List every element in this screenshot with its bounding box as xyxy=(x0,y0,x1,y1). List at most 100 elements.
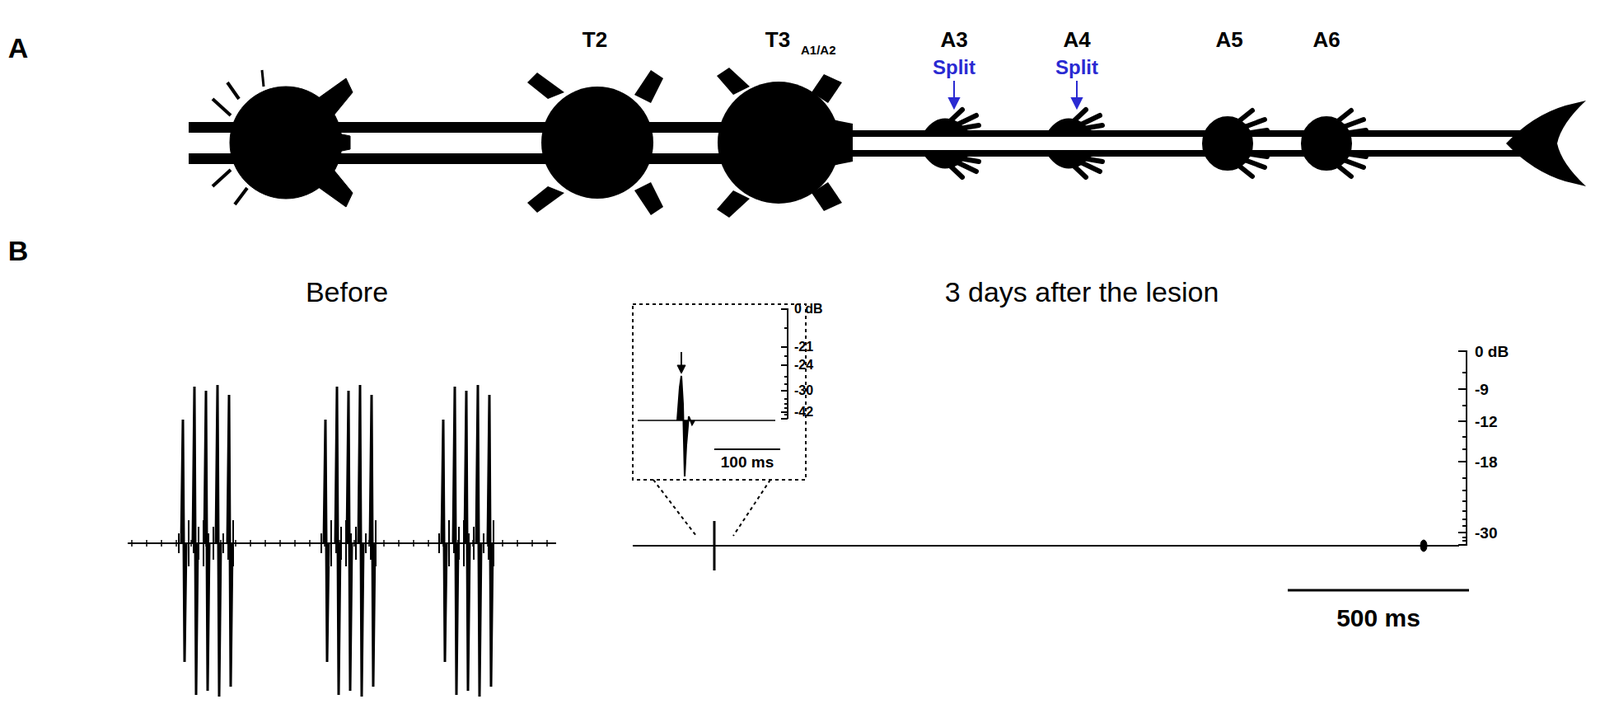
db-tick-label: 0 dB xyxy=(1474,343,1509,360)
spike-stroke xyxy=(346,390,352,691)
t2-ganglion xyxy=(527,70,664,216)
condition-heading: Before xyxy=(305,277,389,306)
noise-stroke xyxy=(145,539,148,547)
noise-stroke xyxy=(364,533,367,553)
scale-tick xyxy=(784,397,788,400)
spike-stroke xyxy=(335,386,341,695)
scale-tick xyxy=(781,346,788,348)
scale-tick xyxy=(784,355,788,357)
noise-stroke xyxy=(442,539,445,547)
noise-stroke xyxy=(175,539,178,547)
lesion-label: Split xyxy=(932,57,976,78)
a5-ganglion xyxy=(1204,110,1268,177)
noise-stroke xyxy=(190,539,192,547)
scale-tick xyxy=(1458,388,1467,390)
noise-stroke xyxy=(482,533,485,553)
ganglion-label: A3 xyxy=(940,28,968,51)
spike-stroke xyxy=(323,419,329,662)
after-trace xyxy=(632,520,1460,571)
time-scale-label: 500 ms xyxy=(1336,605,1421,631)
scale-tick xyxy=(1462,404,1467,407)
db-tick-label: -21 xyxy=(794,340,814,354)
noise-stroke xyxy=(187,519,190,567)
spike-stroke xyxy=(487,394,493,687)
ganglion-label: A4 xyxy=(1062,28,1091,51)
scale-tick xyxy=(1458,420,1467,422)
noise-stroke xyxy=(355,526,357,560)
time-scale-bar xyxy=(1287,589,1470,592)
noise-stroke xyxy=(192,533,195,553)
db-tick-label: -9 xyxy=(1474,381,1489,398)
scale-tick xyxy=(1462,435,1467,438)
noise-stroke xyxy=(279,539,281,547)
inset-trace xyxy=(637,351,781,477)
spike-stroke xyxy=(204,390,210,691)
db-scale xyxy=(1458,350,1467,546)
spike-stroke xyxy=(358,384,364,697)
scale-tick xyxy=(1462,524,1467,527)
noise-stroke xyxy=(330,519,333,567)
scale-tick xyxy=(1462,536,1467,539)
spike-stroke xyxy=(441,419,447,662)
noise-stroke xyxy=(264,539,267,547)
noise-stroke xyxy=(197,526,200,560)
ganglion-label: T3 xyxy=(765,28,791,51)
panel-letter: A xyxy=(8,33,29,62)
noise-stroke xyxy=(182,526,185,560)
scale-tick xyxy=(1462,477,1467,479)
noise-stroke xyxy=(467,533,470,553)
scale-tick xyxy=(1462,489,1467,492)
scale-tick xyxy=(781,411,788,413)
scale-tick xyxy=(781,308,788,310)
noise-stroke xyxy=(338,539,341,547)
scale-tick xyxy=(1462,448,1467,450)
noise-stroke xyxy=(374,519,377,567)
scale-tick xyxy=(1462,509,1467,512)
noise-stroke xyxy=(472,539,474,547)
scale-tick xyxy=(784,327,788,329)
noise-stroke xyxy=(546,539,548,547)
scale-tick xyxy=(781,417,788,420)
noise-stroke xyxy=(383,539,385,547)
noise-stroke xyxy=(222,533,225,553)
spike-stroke xyxy=(464,390,470,691)
condition-heading: 3 days after the lesion xyxy=(945,277,1220,306)
noise-stroke xyxy=(294,539,296,547)
ganglion-label: A6 xyxy=(1312,28,1340,51)
db-tick-label: 0 dB xyxy=(794,302,824,316)
db-tick-label: -12 xyxy=(1474,413,1498,430)
before-trace xyxy=(127,384,557,697)
scale-tick xyxy=(784,383,788,385)
scale-tick xyxy=(784,402,788,405)
split-ganglion-a4 xyxy=(1050,109,1103,178)
noise-stroke xyxy=(217,519,220,567)
noise-stroke xyxy=(501,539,504,547)
spike-stroke xyxy=(453,386,459,695)
noise-stroke xyxy=(472,526,475,560)
spike-stroke xyxy=(369,394,375,687)
noise-stroke xyxy=(443,526,445,560)
scale-tick xyxy=(781,389,788,392)
noise-stroke xyxy=(205,539,207,547)
db-tick-label: -30 xyxy=(1474,524,1498,541)
db-tick-label: -18 xyxy=(1474,453,1498,470)
scale-tick xyxy=(1462,539,1467,542)
panel-letter: B xyxy=(8,236,29,265)
noise-stroke xyxy=(463,519,465,567)
noise-stroke xyxy=(531,539,534,547)
noise-stroke xyxy=(207,533,210,553)
scale-tick xyxy=(781,364,788,366)
noise-stroke xyxy=(160,539,163,547)
noise-stroke xyxy=(350,533,352,553)
noise-stroke xyxy=(234,539,237,547)
split-ganglion-a3 xyxy=(926,109,979,178)
ganglion-subscript: A1/A2 xyxy=(800,43,837,57)
noise-stroke xyxy=(427,539,430,547)
noise-stroke xyxy=(232,519,234,567)
noise-stroke xyxy=(219,539,222,547)
ganglion-label: T2 xyxy=(582,28,608,51)
noise-stroke xyxy=(340,526,342,560)
noise-stroke xyxy=(477,519,480,567)
scale-tick xyxy=(1462,500,1467,502)
noise-stroke xyxy=(412,539,415,547)
